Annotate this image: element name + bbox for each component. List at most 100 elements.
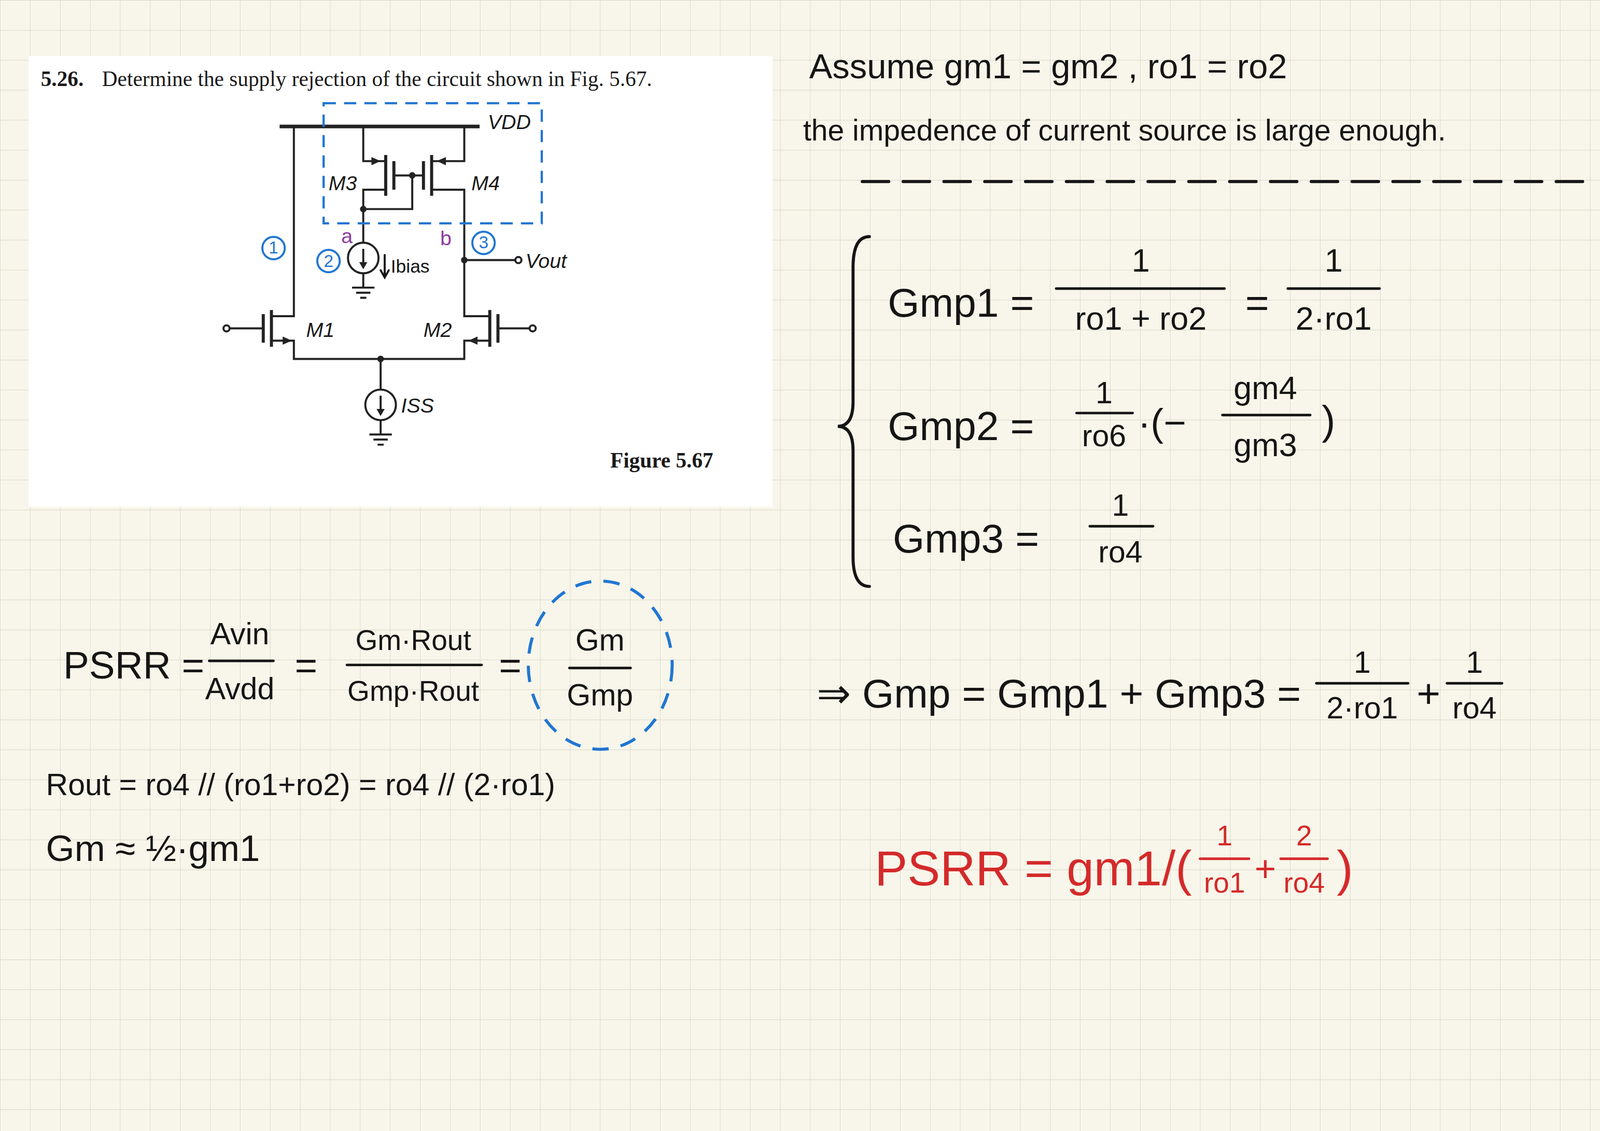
current-source-symbol bbox=[347, 242, 379, 274]
equation-text: PSRR = bbox=[63, 645, 205, 685]
fraction-denominator: Gmp·Rout bbox=[347, 677, 480, 706]
transistor-label: M4 bbox=[471, 173, 500, 194]
textbook-figure-panel bbox=[28, 55, 773, 508]
equation-text: Gm ≈ ½·gm1 bbox=[46, 830, 261, 868]
fraction-denominator: Gmp bbox=[566, 680, 634, 711]
operator: = bbox=[498, 645, 522, 685]
fraction-bar bbox=[208, 660, 274, 663]
fraction-numerator: Gm bbox=[575, 625, 625, 656]
fraction-numerator: 1 bbox=[1466, 647, 1484, 679]
wire bbox=[379, 359, 382, 390]
fraction-bar bbox=[1089, 525, 1154, 528]
problem-number: 5.26. bbox=[40, 68, 84, 91]
transistor-channel bbox=[488, 310, 492, 347]
junction-dot bbox=[359, 205, 367, 213]
fraction-numerator: gm4 bbox=[1233, 371, 1297, 404]
operator: ) bbox=[1336, 844, 1353, 894]
operator: = bbox=[1245, 282, 1270, 324]
node-label: b bbox=[440, 228, 452, 249]
assumption-text: Assume gm1 = gm2 , ro1 = ro2 bbox=[809, 48, 1288, 84]
wire bbox=[394, 174, 424, 177]
fraction-numerator: 1 bbox=[1095, 378, 1113, 410]
equation-text: Rout = ro4 // (ro1+ro2) = ro4 // (2·ro1) bbox=[46, 769, 556, 801]
circled-number-border bbox=[262, 236, 285, 259]
transistor-label: M2 bbox=[423, 320, 453, 341]
signal-name: Vout bbox=[525, 250, 567, 272]
highlight-ellipse-border bbox=[527, 580, 672, 750]
problem-statement: Determine the supply rejection of the ci… bbox=[102, 68, 653, 91]
current-arrow-head bbox=[359, 262, 368, 270]
fraction-denominator: ro6 bbox=[1082, 421, 1127, 453]
fraction-numerator: 1 bbox=[1324, 243, 1343, 277]
callout-number: 3 bbox=[479, 234, 489, 252]
circled-number-border bbox=[317, 249, 340, 273]
wire bbox=[362, 273, 365, 288]
fraction-denominator: 2·ro1 bbox=[1295, 301, 1372, 335]
source-arrow bbox=[371, 157, 381, 166]
dashed-region-box-border bbox=[323, 103, 542, 224]
highlight-ellipse: GmGmp bbox=[526, 579, 674, 752]
source-arrow bbox=[282, 336, 292, 345]
wire bbox=[363, 126, 386, 162]
supply-label: VDD bbox=[487, 111, 531, 133]
fraction-numerator: 2 bbox=[1296, 822, 1313, 851]
fraction-denominator: ro1 + ro2 bbox=[1074, 301, 1207, 335]
equation-text: Gmp2 = bbox=[887, 405, 1034, 447]
callout-number: 2 bbox=[323, 252, 334, 270]
equation-text: ⇒ Gmp = Gmp1 + Gmp3 = bbox=[816, 673, 1301, 715]
callout-number: 1 bbox=[268, 239, 279, 257]
node-label: a bbox=[341, 226, 353, 247]
circled-number: 3 bbox=[471, 230, 496, 256]
ground-symbol bbox=[352, 287, 375, 299]
operator: + bbox=[1416, 673, 1441, 715]
fraction-numerator: 1 bbox=[1112, 490, 1130, 522]
circled-number: 2 bbox=[316, 248, 341, 274]
fraction-denominator: Avdd bbox=[205, 674, 275, 706]
current-arrow-head bbox=[376, 409, 385, 417]
supply-rail bbox=[279, 124, 480, 129]
fraction-denominator: ro4 bbox=[1452, 693, 1497, 725]
fraction-bar bbox=[1447, 682, 1503, 685]
wire bbox=[229, 327, 264, 330]
operator: + bbox=[1254, 850, 1276, 888]
current-arrow bbox=[383, 255, 386, 277]
fraction-bar bbox=[1280, 857, 1328, 861]
assumption-text: the impedence of current source is large… bbox=[803, 115, 1447, 146]
fraction-denominator: 2·ro1 bbox=[1326, 693, 1399, 725]
operator: ) bbox=[1321, 399, 1336, 441]
fraction-denominator: ro4 bbox=[1098, 537, 1143, 569]
junction-dot bbox=[409, 172, 416, 179]
fraction-denominator: ro4 bbox=[1283, 868, 1325, 898]
equation-text: Gmp1 = bbox=[887, 282, 1034, 324]
curly-brace bbox=[837, 236, 870, 587]
circled-number-border bbox=[472, 231, 495, 255]
circled-number: 1 bbox=[261, 235, 286, 261]
transistor-label: M3 bbox=[328, 173, 358, 194]
input-terminal bbox=[529, 325, 536, 332]
dashed-region-box: VDD M3 M4 bbox=[322, 102, 543, 225]
input-terminal bbox=[223, 325, 230, 332]
fraction-bar bbox=[1200, 857, 1249, 861]
output-terminal bbox=[515, 257, 522, 264]
wire bbox=[464, 259, 515, 262]
fraction-bar bbox=[1287, 287, 1380, 290]
current-arrow-head bbox=[380, 270, 389, 278]
fraction-numerator: Avin bbox=[210, 619, 270, 650]
operator: ·(− bbox=[1137, 402, 1186, 442]
operator: = bbox=[295, 645, 318, 685]
wire bbox=[431, 126, 465, 162]
fraction-numerator: Gm·Rout bbox=[355, 626, 471, 655]
result-equation: PSRR = gm1/( bbox=[874, 844, 1192, 894]
highlight-ellipse-outline bbox=[526, 579, 674, 752]
fraction-denominator: gm3 bbox=[1233, 428, 1297, 461]
fraction-bar bbox=[1316, 682, 1409, 685]
source-arrow bbox=[436, 157, 446, 166]
equation-text: Gmp3 = bbox=[892, 518, 1040, 560]
handwritten-marks bbox=[380, 181, 1587, 587]
fraction-bar bbox=[569, 666, 631, 670]
current-source-symbol bbox=[365, 389, 397, 421]
